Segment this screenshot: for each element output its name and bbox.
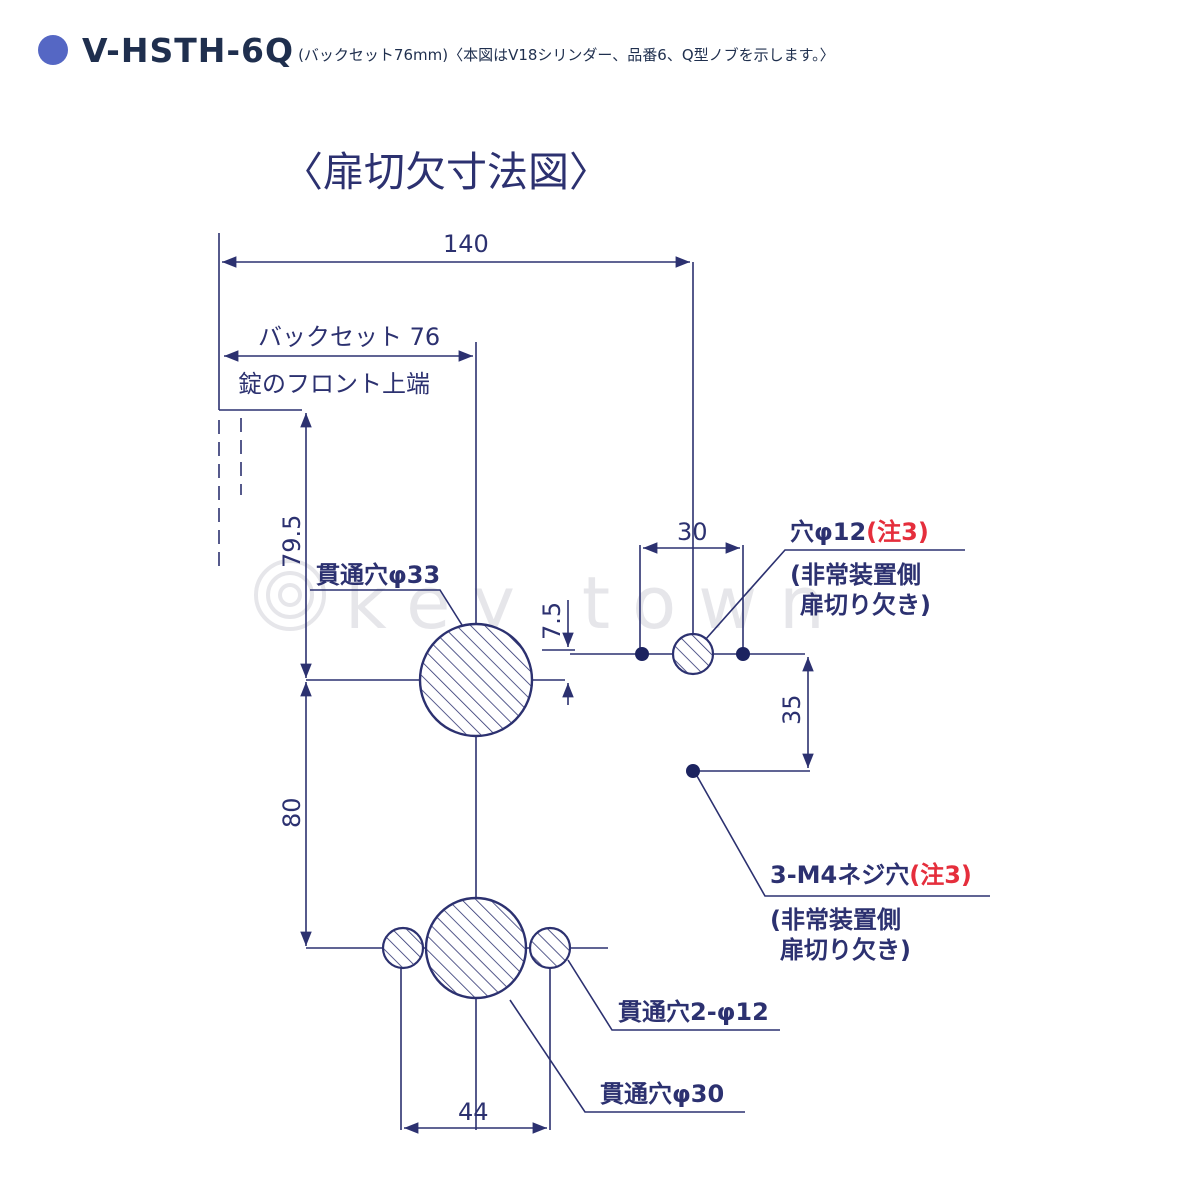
watermark-text: key town (345, 561, 847, 645)
dim-80: 80 (278, 797, 306, 828)
label-emergency-2-line1: (非常装置側 (770, 906, 901, 934)
leader-through-hole-33 (310, 589, 463, 626)
through-hole-33 (418, 622, 534, 738)
label-hole-12: 穴φ12(注3) (790, 518, 929, 546)
screw-hole-bottom (686, 764, 700, 778)
through-hole-12-left (381, 926, 425, 970)
dim-140: 140 (443, 230, 489, 258)
label-screw-hole: 3-M4ネジ穴(注3) (770, 861, 972, 889)
label-through-hole-2-12: 貫通穴2-φ12 (618, 998, 769, 1026)
bullet-icon (38, 35, 68, 65)
label-through-hole-33: 貫通穴φ33 (316, 561, 440, 589)
label-screw-hole-prefix: 3-M4ネジ穴 (770, 861, 909, 889)
label-through-hole-30: 貫通穴φ30 (600, 1080, 724, 1108)
dim-35: 35 (778, 694, 806, 725)
model-name: V-HSTH-6Q (82, 30, 295, 70)
leader-through-hole-30 (509, 999, 745, 1113)
screw-hole-left (635, 647, 649, 661)
label-emergency-2-line2: 扉切り欠き) (780, 936, 911, 964)
watermark: key town (254, 559, 847, 645)
label-emergency-1-line2: 扉切り欠き) (800, 591, 931, 619)
dim-30: 30 (677, 518, 708, 546)
leader-through-hole-2-12 (567, 959, 780, 1031)
label-screw-hole-note: (注3) (909, 861, 972, 889)
diagram-title: 〈扉切欠寸法図〉 (282, 148, 610, 196)
leader-hole-12 (704, 549, 965, 641)
through-hole-12-right (528, 926, 572, 970)
model-note: (バックセット76mm)〈本図はV18シリンダー、品番6、Q型ノブを示します。〉 (298, 45, 835, 64)
hole-12 (671, 632, 715, 676)
leader-screw-hole (696, 775, 990, 897)
through-hole-30 (424, 896, 528, 1000)
front-top-label: 錠のフロント上端 (238, 370, 430, 398)
label-emergency-1-line1: (非常装置側 (790, 561, 921, 589)
label-hole-12-prefix: 穴φ12 (790, 518, 866, 546)
dim-79-5: 79.5 (278, 515, 306, 568)
dim-44: 44 (458, 1098, 489, 1126)
label-hole-12-note: (注3) (866, 518, 929, 546)
dim-7-5: 7.5 (538, 602, 566, 640)
dim-backset: バックセット 76 (258, 323, 440, 351)
screw-hole-right (736, 647, 750, 661)
header: V-HSTH-6Q (バックセット76mm)〈本図はV18シリンダー、品番6、Q… (38, 28, 835, 72)
